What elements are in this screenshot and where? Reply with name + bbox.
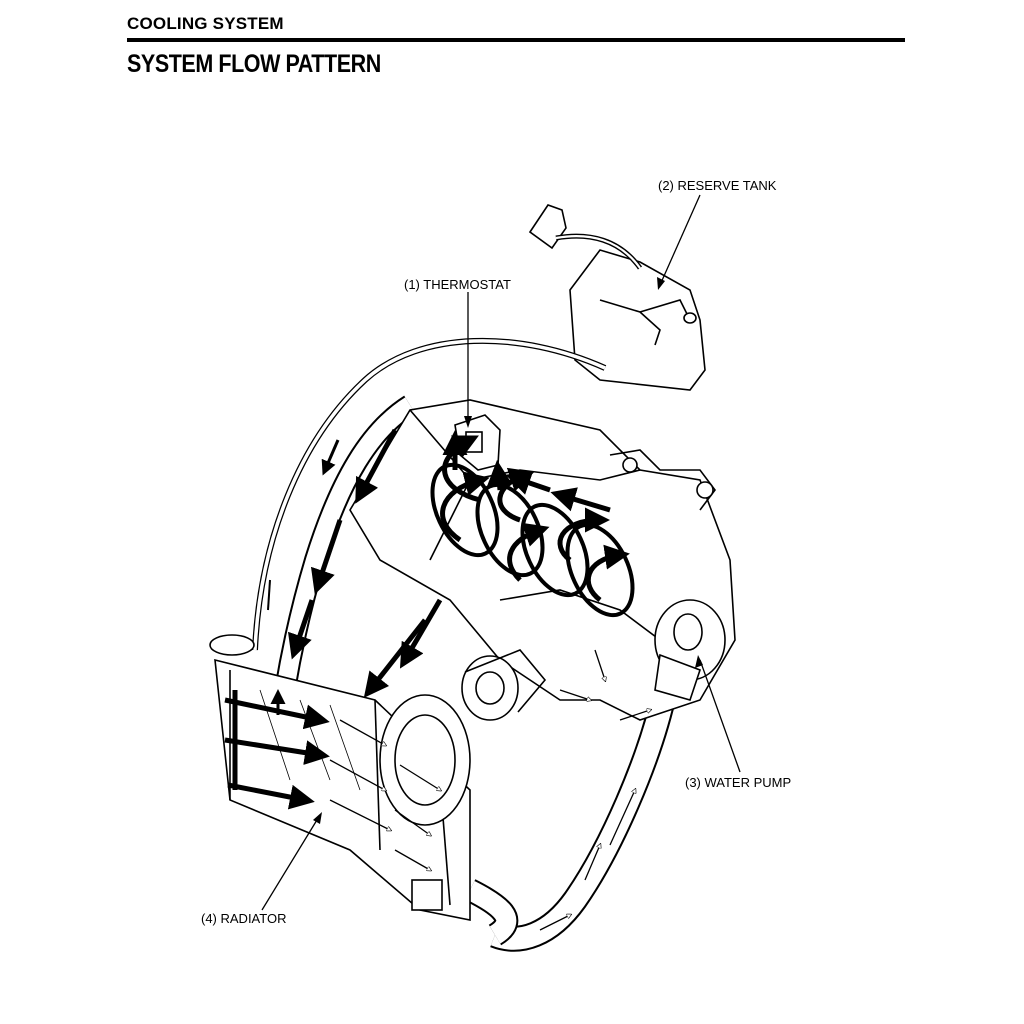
water-pump-label: (3) WATER PUMP <box>685 775 792 790</box>
water-pump-leader <box>699 659 741 773</box>
water-pump <box>654 599 726 701</box>
page-title: SYSTEM FLOW PATTERN <box>127 50 381 78</box>
reserve-tank <box>528 204 706 391</box>
header-rule <box>127 38 905 42</box>
cool-flow-arrows <box>329 649 650 931</box>
lower-hose <box>464 687 678 952</box>
reserve-tank-label: (2) RESERVE TANK <box>658 178 777 193</box>
hose-flow-marks <box>267 439 340 715</box>
thermostat-label: (1) THERMOSTAT <box>404 277 511 292</box>
overflow-hose <box>252 337 607 651</box>
reserve-tank-leader <box>659 194 701 286</box>
section-title: COOLING SYSTEM <box>127 14 284 33</box>
callout-leaders <box>261 194 741 911</box>
callout-leader-heads <box>313 277 703 824</box>
page-header: COOLING SYSTEM SYSTEM FLOW PATTERN <box>127 14 905 78</box>
radiator-label: (4) RADIATOR <box>201 911 287 926</box>
hot-flow-arrows <box>224 428 630 810</box>
radiator-leader <box>261 814 321 911</box>
radiator <box>209 634 471 921</box>
cylinder-flow-swirl <box>430 462 635 618</box>
